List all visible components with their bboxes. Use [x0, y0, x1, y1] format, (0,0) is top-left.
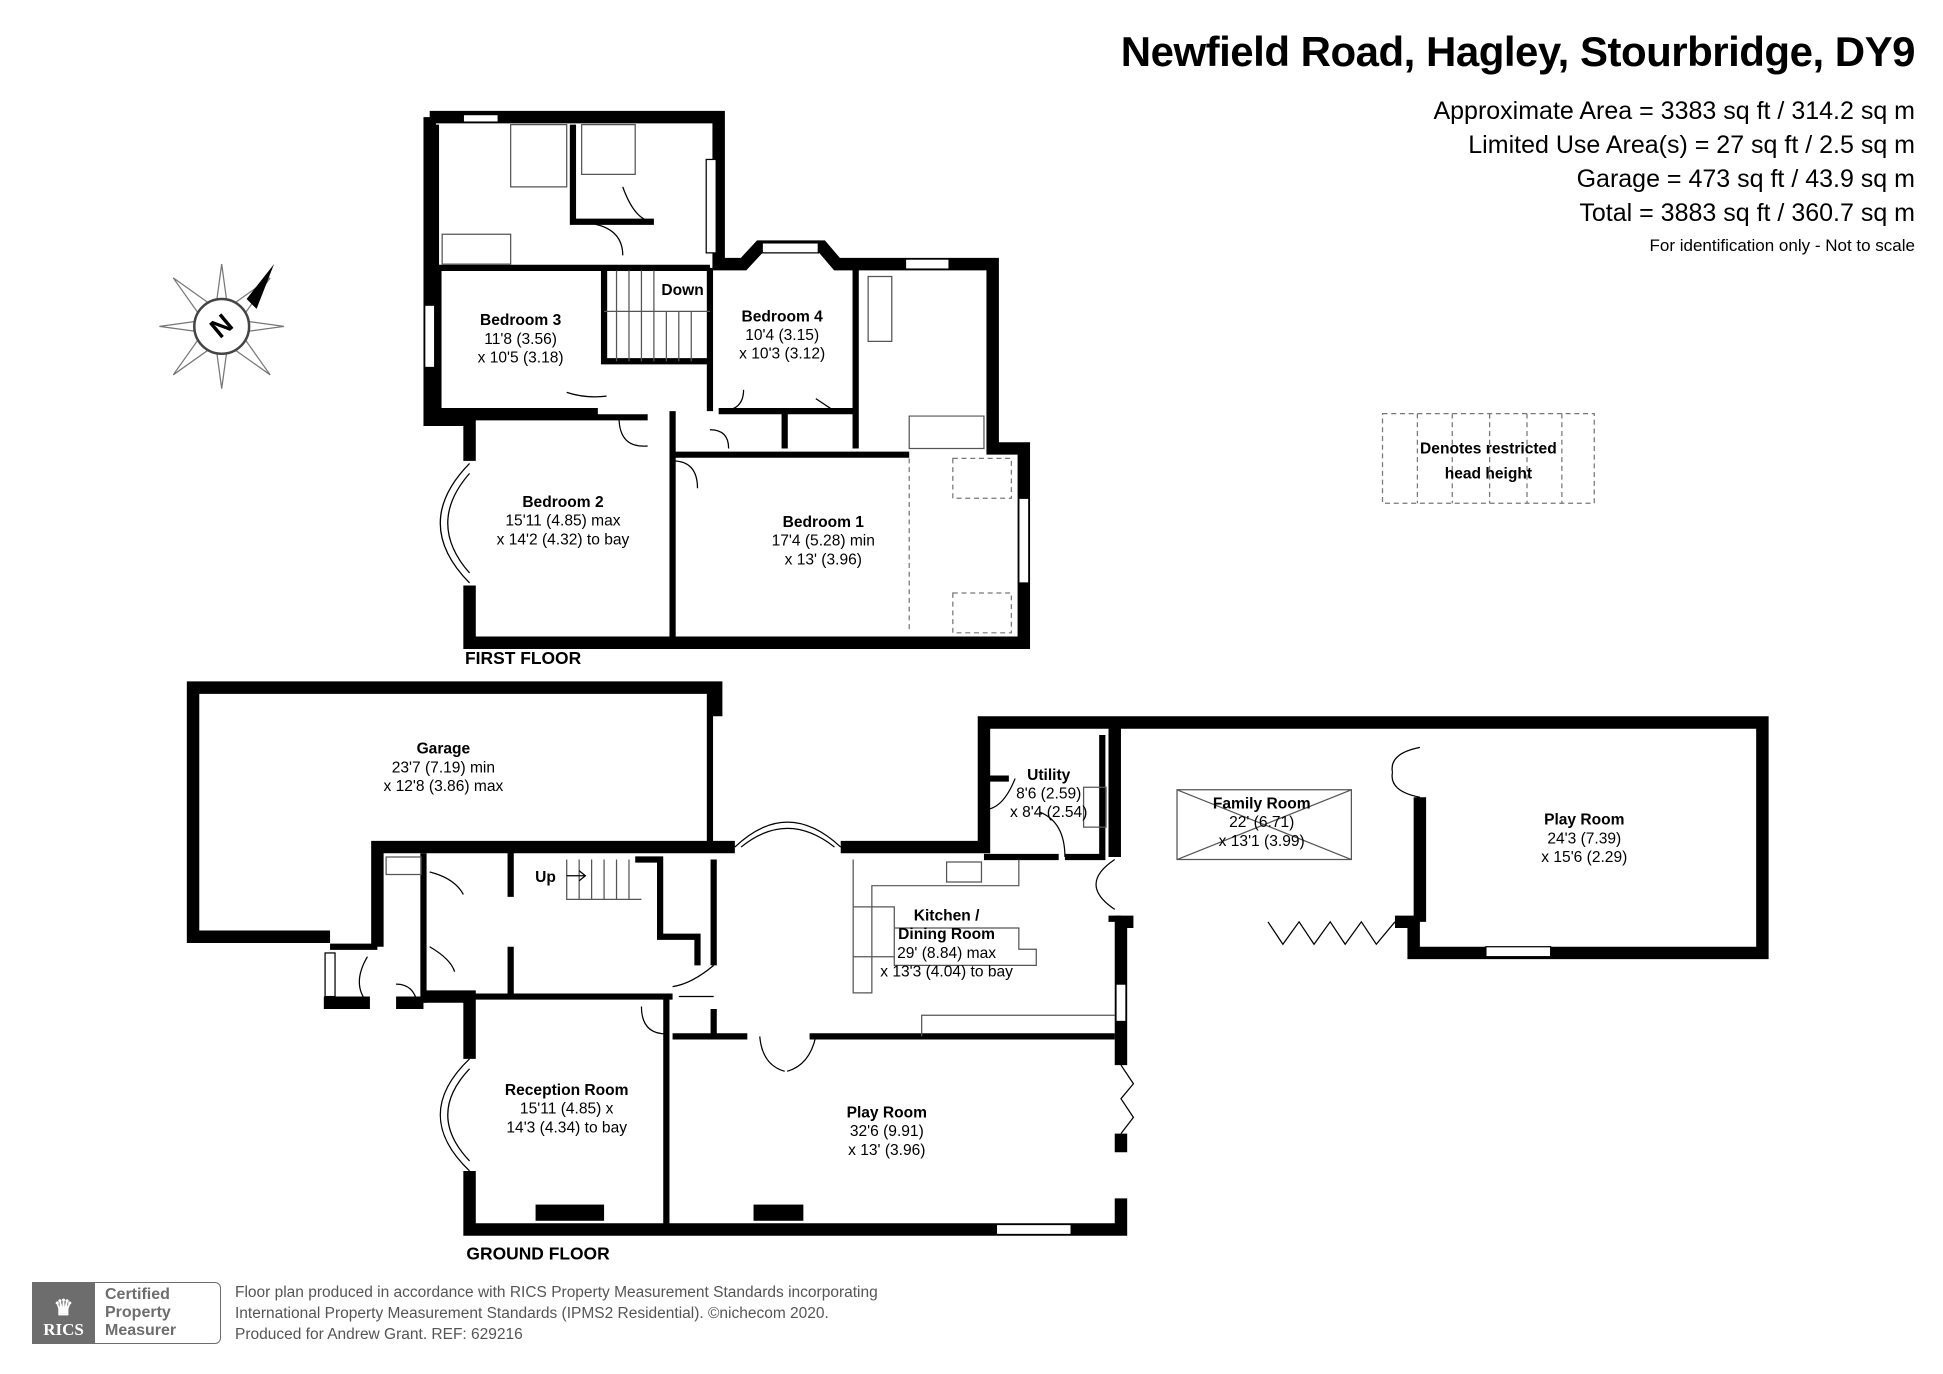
footer-line-2: International Property Measurement Stand…: [235, 1305, 829, 1322]
svg-text:x 13' (3.96): x 13' (3.96): [785, 551, 862, 568]
ground-floor-plan: Up GROUND FLOOR: [186, 681, 1769, 1263]
footer-line-3: Produced for Andrew Grant. REF: 629216: [235, 1326, 523, 1343]
svg-text:Family Room: Family Room: [1213, 795, 1311, 812]
svg-text:8'6 (2.59): 8'6 (2.59): [1016, 785, 1081, 802]
limited-use-area: Limited Use Area(s) = 27 sq ft / 2.5 sq …: [1468, 131, 1915, 159]
footer-text: Floor plan produced in accordance with R…: [235, 1282, 878, 1345]
room-label-bedroom-3: Bedroom 3 11'8 (3.56) x 10'5 (3.18): [478, 312, 564, 366]
property-title: Newfield Road, Hagley, Stourbridge, DY9: [1120, 28, 1916, 75]
ground-floor-label: GROUND FLOOR: [466, 1243, 610, 1263]
badge-line-2: Property: [105, 1304, 171, 1321]
room-label-utility: Utility 8'6 (2.59) x 8'4 (2.54): [1010, 767, 1087, 821]
room-label-garage: Garage 23'7 (7.19) min x 12'8 (3.86) max: [384, 741, 504, 795]
stairs-up-label: Up: [535, 869, 556, 886]
svg-text:Bedroom 4: Bedroom 4: [742, 308, 824, 325]
rics-logo-text: RICS: [43, 1320, 84, 1339]
svg-text:x 13'3 (4.04) to bay: x 13'3 (4.04) to bay: [880, 964, 1013, 981]
svg-text:Bedroom 2: Bedroom 2: [522, 494, 604, 511]
svg-text:x 10'5 (3.18): x 10'5 (3.18): [478, 349, 564, 366]
svg-text:Kitchen /: Kitchen /: [914, 908, 980, 925]
svg-text:29' (8.84) max: 29' (8.84) max: [897, 945, 996, 962]
room-label-family-room: Family Room 22' (6.71) x 13'1 (3.99): [1213, 795, 1311, 849]
svg-text:11'8 (3.56): 11'8 (3.56): [484, 331, 557, 348]
restricted-head-height-legend: Denotes restricted head height: [1381, 412, 1595, 504]
svg-text:x 14'2 (4.32) to bay: x 14'2 (4.32) to bay: [497, 531, 630, 548]
stairs-down-label: Down: [661, 282, 703, 299]
certified-badge: Certified Property Measurer: [95, 1282, 221, 1344]
svg-text:Bedroom 1: Bedroom 1: [783, 514, 865, 531]
svg-text:32'6 (9.91): 32'6 (9.91): [850, 1123, 924, 1140]
svg-text:Utility: Utility: [1027, 767, 1071, 784]
svg-text:15'11 (4.85) max: 15'11 (4.85) max: [505, 513, 620, 530]
svg-text:x 8'4 (2.54): x 8'4 (2.54): [1010, 804, 1087, 821]
svg-text:Play Room: Play Room: [847, 1104, 927, 1121]
area-summary: Approximate Area = 3383 sq ft / 314.2 sq…: [1433, 94, 1915, 230]
room-label-play-room-front: Play Room 32'6 (9.91) x 13' (3.96): [847, 1104, 927, 1158]
garage-area: Garage = 473 sq ft / 43.9 sq m: [1576, 165, 1915, 193]
svg-text:x 13'1 (3.99): x 13'1 (3.99): [1219, 833, 1305, 850]
svg-text:x 12'8 (3.86) max: x 12'8 (3.86) max: [384, 778, 504, 795]
room-label-play-room-rear: Play Room 24'3 (7.39) x 15'6 (2.29): [1541, 812, 1627, 866]
svg-text:x 13' (3.96): x 13' (3.96): [848, 1142, 925, 1159]
first-floor-label: FIRST FLOOR: [465, 648, 582, 668]
footer: ♛ RICS Certified Property Measurer Floor…: [32, 1282, 878, 1345]
legend-line-1: Denotes restricted: [1420, 440, 1557, 457]
svg-text:22' (6.71): 22' (6.71): [1229, 814, 1294, 831]
room-label-kitchen-dining: Kitchen / Dining Room 29' (8.84) max x 1…: [880, 908, 1013, 981]
room-label-bedroom-2: Bedroom 2 15'11 (4.85) max x 14'2 (4.32)…: [497, 494, 630, 548]
badge-line-1: Certified: [105, 1286, 170, 1303]
room-label-bedroom-4: Bedroom 4 10'4 (3.15) x 10'3 (3.12): [739, 308, 825, 362]
footer-line-1: Floor plan produced in accordance with R…: [235, 1284, 878, 1301]
first-floor-plan: Down FIRST FLOOR: [423, 110, 1031, 668]
svg-text:14'3 (4.34) to bay: 14'3 (4.34) to bay: [506, 1119, 627, 1136]
svg-text:23'7 (7.19) min: 23'7 (7.19) min: [392, 759, 495, 776]
svg-text:Garage: Garage: [417, 741, 471, 758]
svg-text:Dining Room: Dining Room: [898, 926, 995, 943]
svg-text:Play Room: Play Room: [1544, 812, 1624, 829]
svg-text:24'3 (7.39): 24'3 (7.39): [1547, 830, 1621, 847]
svg-text:17'4 (5.28) min: 17'4 (5.28) min: [772, 533, 875, 550]
room-label-bedroom-1: Bedroom 1 17'4 (5.28) min x 13' (3.96): [772, 514, 875, 568]
svg-text:x 10'3 (3.12): x 10'3 (3.12): [739, 346, 825, 363]
room-label-reception-room: Reception Room 15'11 (4.85) x 14'3 (4.34…: [505, 1082, 629, 1136]
svg-text:15'11 (4.85) x: 15'11 (4.85) x: [520, 1101, 614, 1118]
legend-line-2: head height: [1445, 465, 1532, 482]
svg-text:Reception Room: Reception Room: [505, 1082, 629, 1099]
scale-note: For identification only - Not to scale: [1649, 236, 1915, 255]
rics-lion-icon: ♛ RICS: [32, 1282, 95, 1344]
rics-certified-logo: ♛ RICS Certified Property Measurer: [32, 1282, 221, 1344]
compass-icon: N: [159, 264, 285, 389]
approximate-area: Approximate Area = 3383 sq ft / 314.2 sq…: [1433, 97, 1915, 125]
svg-text:Bedroom 3: Bedroom 3: [480, 312, 562, 329]
svg-text:x 15'6 (2.29): x 15'6 (2.29): [1541, 849, 1627, 866]
badge-line-3: Measurer: [105, 1322, 177, 1339]
svg-text:10'4 (3.15): 10'4 (3.15): [745, 327, 819, 344]
total-area: Total = 3883 sq ft / 360.7 sq m: [1579, 199, 1915, 227]
